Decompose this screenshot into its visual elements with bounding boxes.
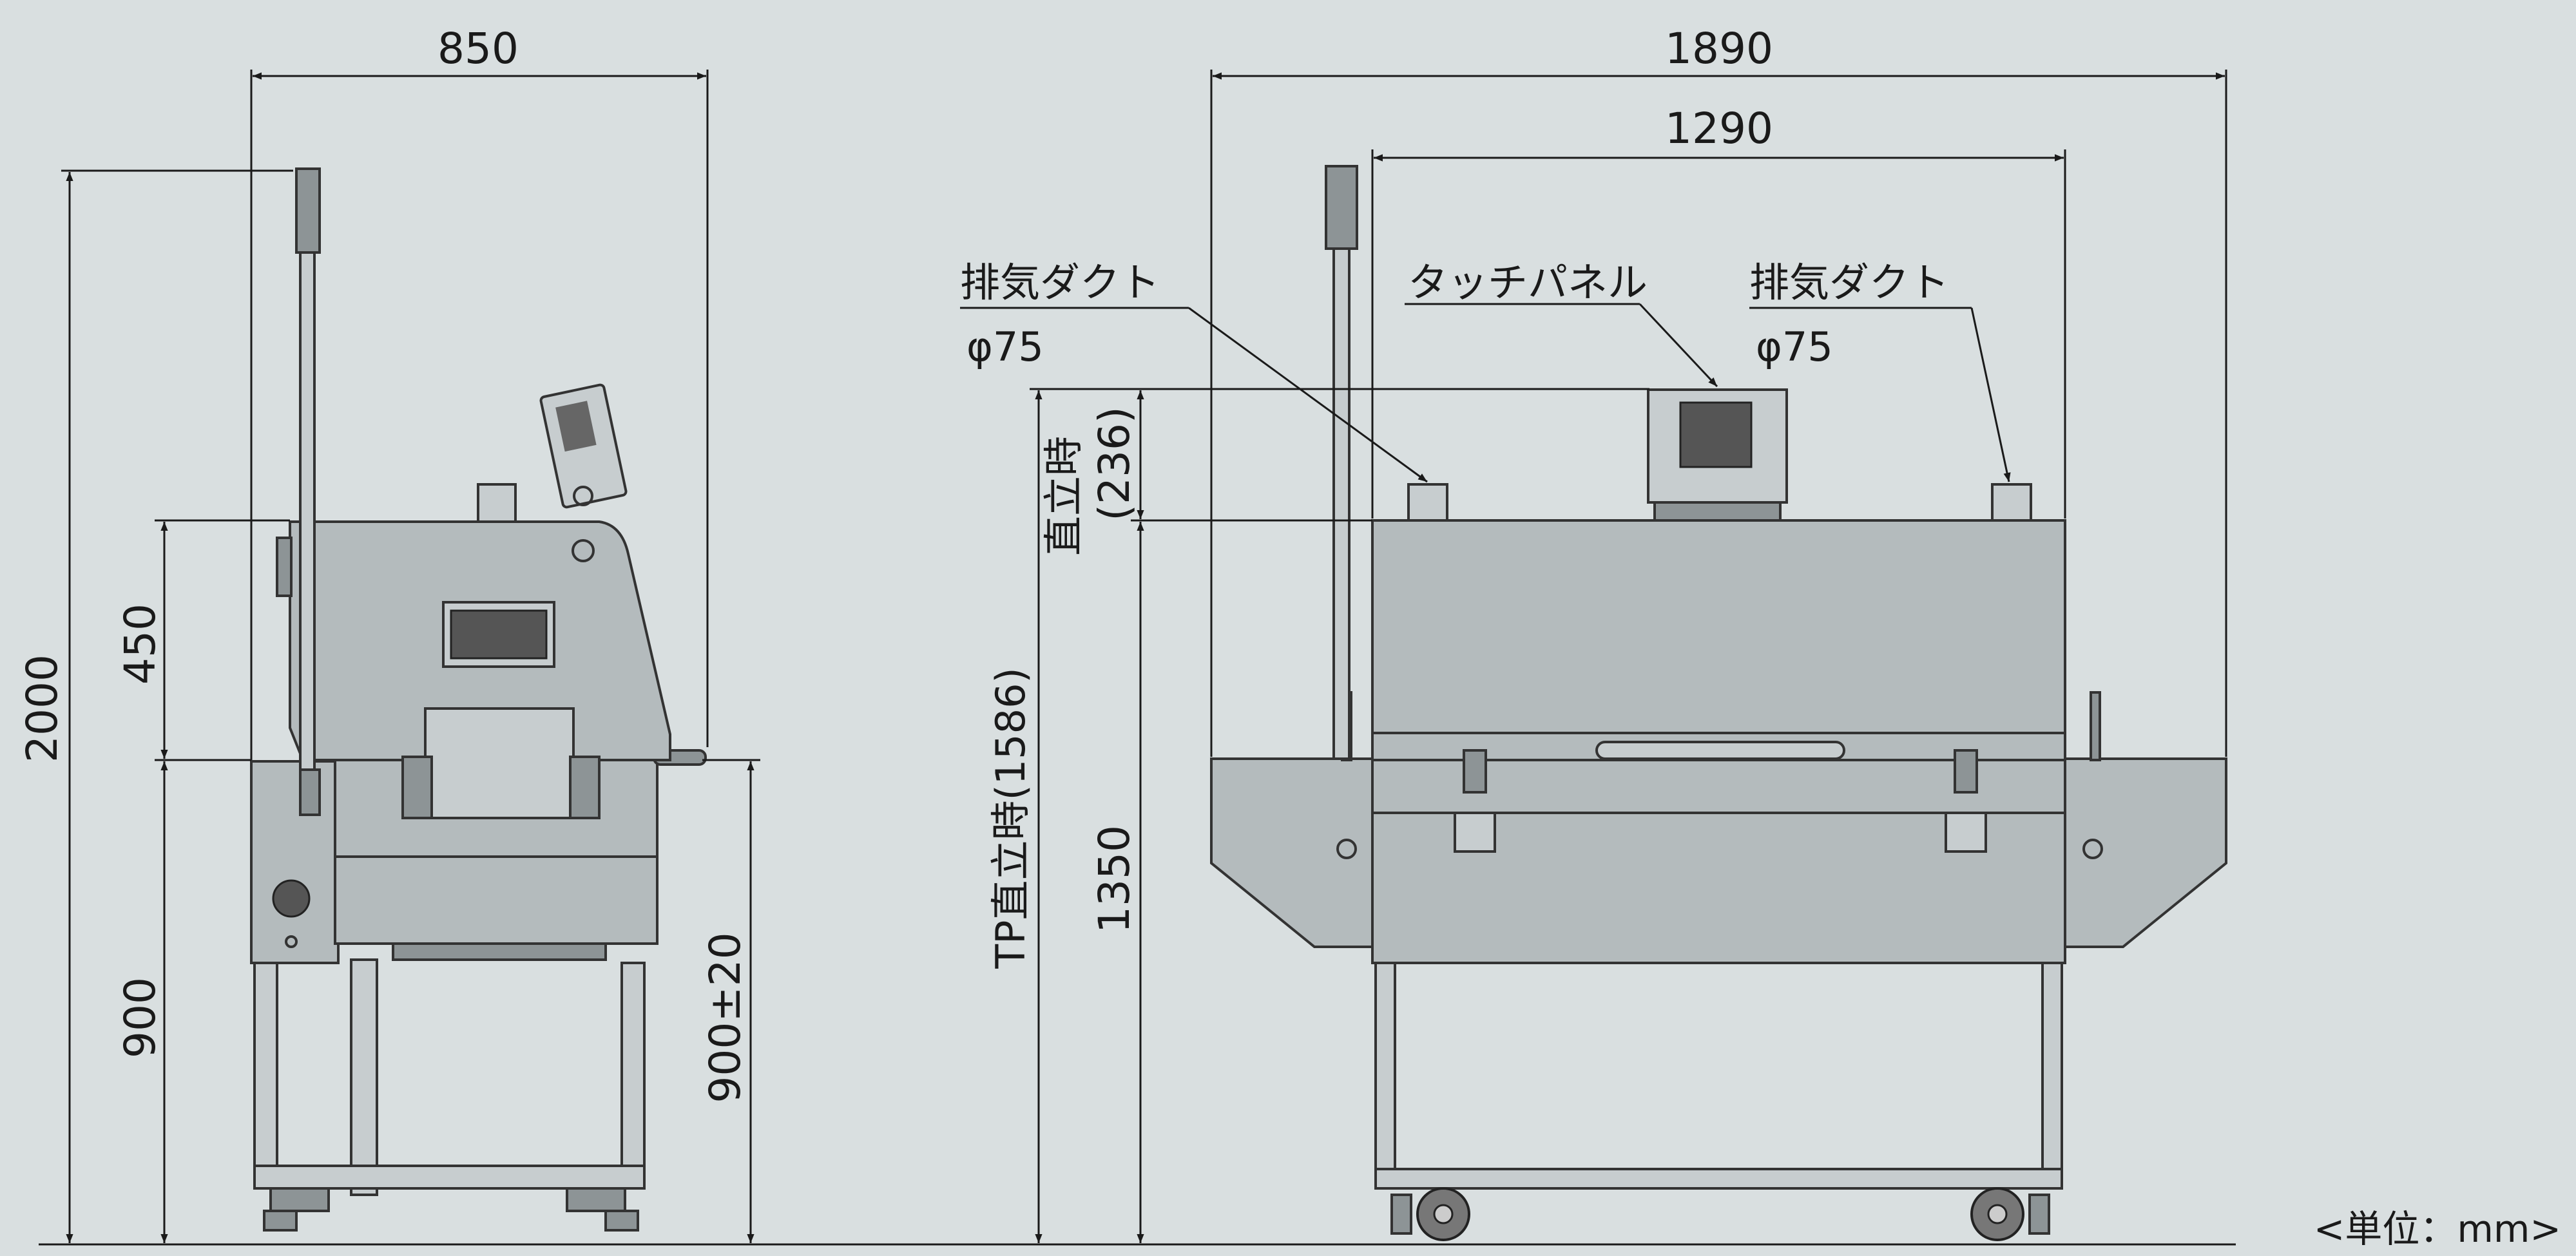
front-view [1210,165,2227,1241]
front-stand [1374,962,2063,1241]
caster-icon [269,1187,330,1212]
signal-tower-icon [295,167,321,254]
label-exhaust-left-dia: φ75 [966,323,1044,370]
caster-icon [566,1187,626,1212]
dim-body-length: 1290 [1665,104,1773,153]
label-touch-panel: タッチパネル [1408,259,1648,306]
exhaust-duct [477,483,517,523]
front-infeed-conveyor [1210,757,1374,948]
side-control-box [250,760,340,964]
front-outfeed-conveyor [2064,757,2227,948]
side-view [250,167,707,1232]
dim-side-width: 850 [437,24,519,73]
signal-tower-pole [299,250,316,781]
speaker-icon [272,879,311,918]
label-tp-upright-total: TP直立時(1586) [987,667,1034,969]
dimension-lines [39,70,2236,1246]
label-exhaust-right-dia: φ75 [1756,323,1833,370]
label-exhaust-right: 排気ダクト [1749,259,1949,306]
dim-lower-height: 900 [115,977,165,1058]
dim-conveyor-height: 900±20 [700,932,750,1103]
front-upper-housing [1371,519,2066,734]
exhaust-duct-left [1407,483,1448,522]
dim-total-height: 2000 [17,654,67,763]
front-signal-tower-icon [1325,165,1358,250]
label-tp-upright: 直立時 [1040,436,1087,556]
dimension-text: 850 1890 1290 2000 450 900 900±20 (236) … [17,24,2561,1251]
dim-overall-length: 1890 [1665,24,1773,73]
exhaust-duct-right [1991,483,2032,522]
front-lower-body [1371,759,2066,964]
front-signal-tower-pole [1332,242,1350,760]
dim-conveyor-top-height: 1350 [1090,825,1139,933]
dim-upper-height: 450 [115,604,165,685]
dim-tp-panel-height: (236) [1090,406,1139,520]
label-exhaust-left: 排気ダクト [960,259,1160,306]
side-stand [253,942,646,1232]
unit-note: <単位：mm> [2314,1207,2561,1251]
